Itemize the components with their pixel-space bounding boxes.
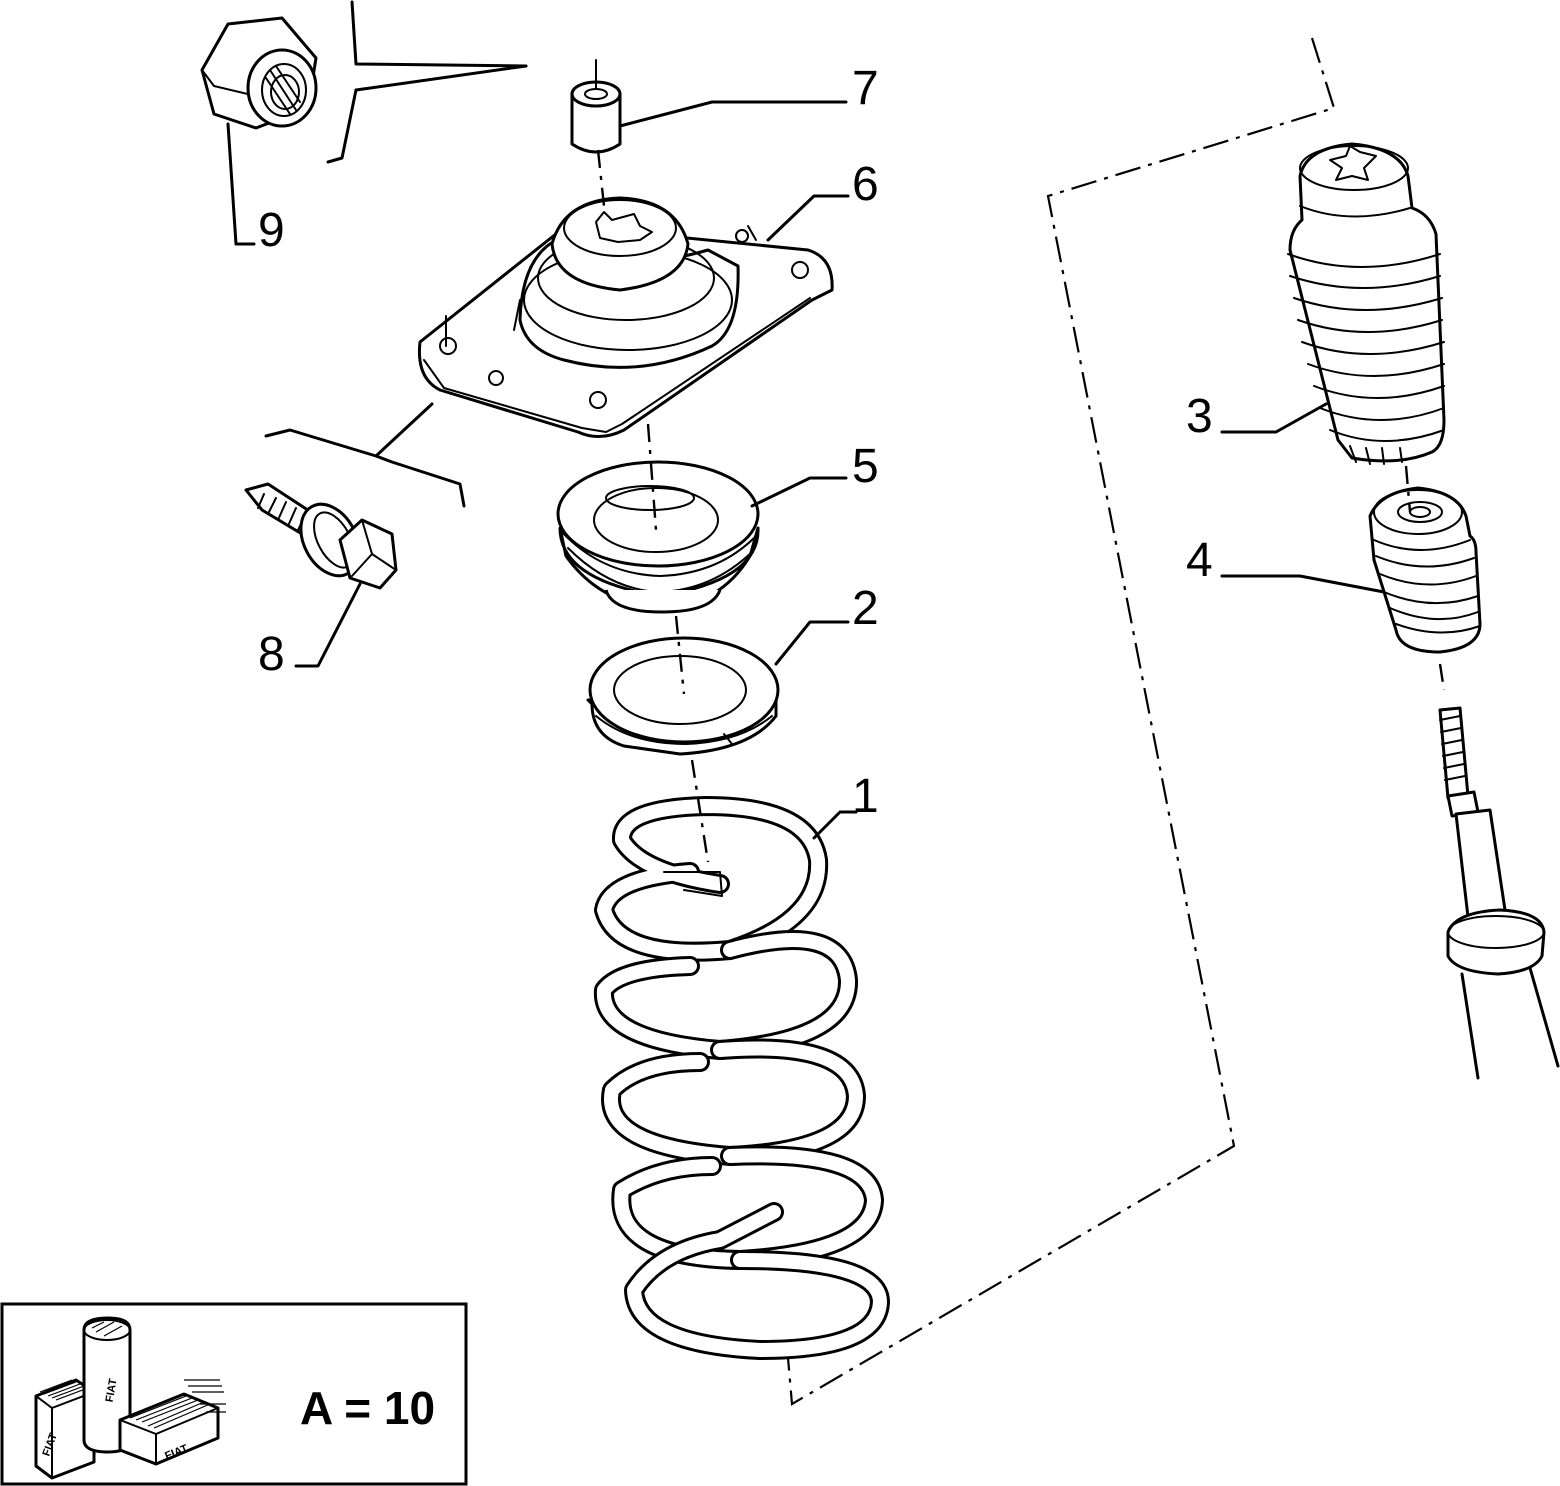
leader-line-8 [294,582,362,668]
callout-4: 4 [1186,534,1213,587]
legend-scale-text: A = 10 [300,1382,435,1434]
shock-absorber-rod [1438,706,1560,1080]
leader-line-9 [226,122,256,246]
legend-box: FIAT FIAT FIAT A = 10 [0,1302,468,1486]
assembly-axis-right [1404,465,1446,691]
fiat-stacked-boxes-icon: FIAT FIAT FIAT [34,1316,226,1480]
part-6-top-mount [417,196,834,438]
leader-line-4 [1220,574,1386,594]
callout-6: 6 [852,158,879,211]
bracket-line-top [326,0,528,164]
leader-line-2 [774,620,850,666]
callout-8: 8 [258,628,285,681]
bracket-line-mid [264,402,466,508]
assembly-axis-center [596,149,710,863]
leader-line-5 [750,476,848,508]
leader-line-1 [812,810,858,840]
part-4-bump-stop [1368,486,1482,654]
part-7-bushing [570,59,622,154]
part-9-lock-nut [200,16,318,130]
callout-2: 2 [852,582,879,635]
part-3-dust-boot [1287,142,1446,465]
callout-7: 7 [852,62,879,115]
leader-line-3 [1220,402,1328,434]
part-1-coil-spring [593,796,890,1360]
part-5-bearing [556,460,760,614]
callout-9: 9 [258,204,285,257]
part-2-spring-seat [586,636,780,756]
callout-1: 1 [852,770,879,823]
leader-line-7 [618,100,848,128]
group-boundary-dashed [786,37,1336,1406]
callout-3: 3 [1186,390,1213,443]
svg-text:FIAT: FIAT [104,1377,120,1403]
callout-5: 5 [852,440,879,493]
part-8-bolt [244,482,398,590]
leader-line-6 [766,194,850,242]
